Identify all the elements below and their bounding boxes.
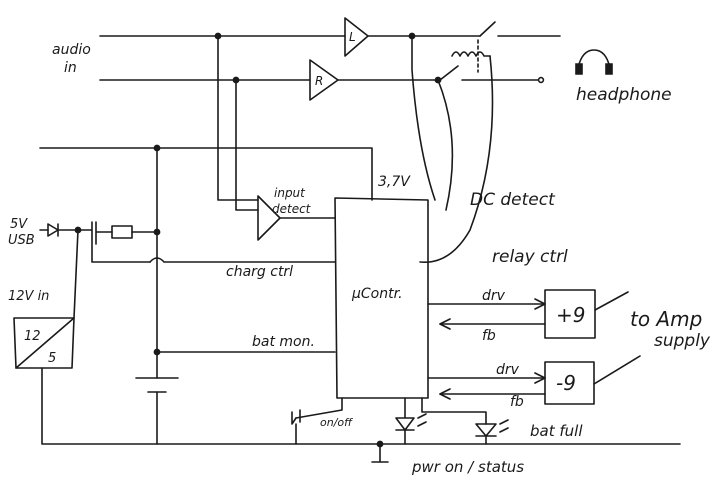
supply-pos-label: +9 (556, 303, 585, 327)
charge-fet (77, 221, 151, 263)
relay-ctrl-wire (419, 55, 494, 263)
amp-right-label: R (315, 74, 323, 88)
reg-bottom-label: 5 (48, 351, 56, 366)
reg-link (73, 229, 79, 319)
dc-detect-wire-left (411, 35, 436, 201)
headphone-terminal (537, 76, 545, 84)
mcu-box (334, 197, 429, 399)
input-detect-wire-a (217, 35, 259, 201)
battery-cell (135, 377, 179, 393)
reg-12-5-box (13, 317, 75, 369)
amp-supply-lead-pos (594, 291, 629, 311)
rail-3v7-label: 3,7V (378, 174, 411, 190)
drv-neg-label: drv (496, 362, 520, 378)
supply-neg-box (544, 361, 595, 405)
amp-right-triangle (309, 59, 339, 101)
to-amp-label-2: supply (654, 331, 711, 351)
usb-5v-label-2: USB (8, 233, 35, 248)
pwr-status-label: pwr on / status (411, 458, 524, 476)
usb-5v-label-1: 5V (10, 217, 28, 232)
onoff-switch (291, 409, 301, 425)
status-led (395, 397, 415, 445)
ground-symbol (371, 443, 389, 463)
mcu-label: µContr. (351, 286, 403, 302)
drv-pos-label: drv (482, 288, 506, 304)
charge-ctrl-wire (149, 257, 336, 263)
relay-coil (451, 51, 491, 57)
input-detect-comparator (257, 195, 281, 241)
charge-ctrl-label: charg ctrl (226, 264, 293, 280)
batfull-led-rays (499, 419, 509, 433)
onoff-label: on/off (320, 416, 353, 429)
batfull-wire (421, 397, 487, 425)
headphone-label: headphone (576, 85, 672, 105)
charge-resistor (111, 225, 133, 239)
headphone-icon (575, 49, 613, 75)
in-12v-label: 12V in (8, 289, 49, 304)
bat-full-label: bat full (530, 422, 583, 440)
fb-pos-label: fb (482, 328, 496, 344)
to-amp-label-1: to Amp (630, 307, 702, 331)
relay-switch-left (479, 21, 496, 37)
fb-pos-arrow (439, 318, 451, 330)
amp-left-triangle (344, 17, 369, 57)
amp-left-label: L (349, 30, 356, 44)
audio-in-label-1: audio (52, 42, 91, 58)
status-led-rays (417, 413, 427, 427)
reg-top-label: 12 (24, 329, 41, 344)
fb-neg-arrow (439, 388, 451, 400)
ground-wire (41, 367, 681, 445)
input-detect-label-2: detect (272, 202, 312, 216)
relay-ctrl-label: relay ctrl (492, 247, 568, 267)
input-detect-label-1: input (274, 186, 306, 200)
onoff-wire (295, 397, 343, 419)
batfull-led (475, 423, 497, 445)
rail-3v7 (39, 147, 373, 201)
dc-detect-wire-right (437, 79, 454, 211)
fb-neg-label: fb (510, 394, 524, 410)
bat-mon-label: bat mon. (252, 334, 315, 350)
supply-pos-box (544, 289, 596, 339)
relay-switch-right (439, 65, 459, 81)
dc-detect-label: DC detect (470, 190, 556, 210)
usb-diode (47, 223, 59, 237)
amp-supply-lead-neg (593, 355, 641, 385)
reg-diagonal (15, 317, 75, 369)
input-detect-wire-b (235, 79, 259, 211)
audio-in-label-2: in (64, 60, 77, 76)
supply-neg-label: -9 (556, 371, 576, 395)
